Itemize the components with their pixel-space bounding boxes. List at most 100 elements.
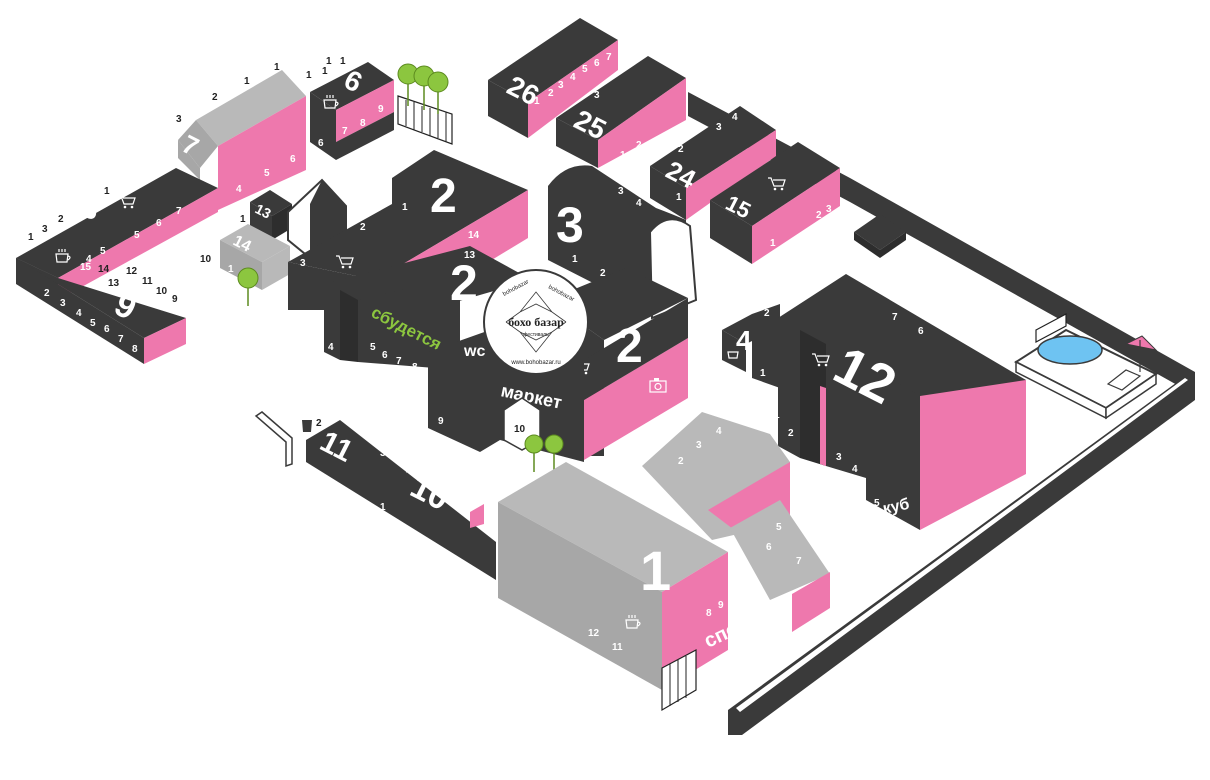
svg-text:4: 4 — [76, 308, 82, 319]
svg-text:1: 1 — [760, 368, 766, 379]
svg-text:3: 3 — [594, 90, 600, 101]
building-7[interactable]: 7 3 2 1 1 4 5 6 — [176, 62, 306, 210]
svg-text:14: 14 — [468, 230, 480, 241]
svg-text:7: 7 — [118, 334, 124, 345]
svg-text:5: 5 — [134, 230, 140, 241]
svg-text:5: 5 — [776, 522, 782, 533]
building-2-right-number: 2 — [616, 320, 643, 373]
svg-text:14: 14 — [98, 264, 110, 275]
building-9[interactable]: 9 14 13 12 11 10 9 2 3 4 5 6 7 8 — [16, 258, 186, 364]
svg-text:1: 1 — [676, 192, 682, 203]
building-4[interactable]: 4 2 1 — [722, 304, 780, 388]
svg-text:12: 12 — [126, 266, 138, 277]
svg-text:4: 4 — [716, 426, 722, 437]
svg-text:11: 11 — [612, 642, 623, 653]
coffee-icon — [323, 95, 339, 109]
building-26[interactable]: 26 1 2 3 4 5 6 7 — [488, 18, 618, 138]
svg-text:7: 7 — [796, 556, 802, 567]
tree-icon — [524, 434, 564, 472]
svg-text:3: 3 — [696, 440, 702, 451]
svg-text:3: 3 — [826, 204, 832, 215]
svg-text:1: 1 — [28, 232, 34, 243]
svg-text:5: 5 — [100, 246, 106, 257]
svg-text:3: 3 — [380, 448, 386, 459]
svg-text:5: 5 — [874, 498, 880, 509]
svg-text:10: 10 — [200, 254, 212, 265]
svg-text:5: 5 — [582, 64, 588, 75]
svg-text:1: 1 — [770, 238, 776, 249]
building-25[interactable]: 25 3 1 2 — [556, 56, 686, 168]
wc-label: wc — [463, 343, 485, 360]
utility-box — [854, 214, 906, 258]
svg-text:1: 1 — [306, 70, 312, 81]
building-3-number: 3 — [556, 197, 584, 253]
cart-icon — [768, 177, 786, 191]
svg-text:9: 9 — [438, 416, 444, 427]
building-6[interactable]: 6 1 1 1 1 6 7 8 9 — [306, 56, 394, 160]
building-1-number: 1 — [640, 539, 671, 602]
svg-text:6: 6 — [918, 326, 924, 337]
svg-text:3: 3 — [716, 122, 722, 133]
svg-text:3: 3 — [42, 224, 48, 235]
entrance-sign — [254, 411, 293, 468]
coffee-icon — [727, 351, 739, 359]
svg-text:2: 2 — [316, 418, 322, 429]
svg-text:4: 4 — [852, 464, 858, 475]
cart-icon — [336, 255, 354, 269]
svg-text:1: 1 — [274, 62, 280, 73]
svg-text:6: 6 — [290, 154, 296, 165]
svg-text:1: 1 — [322, 66, 328, 77]
building-2-top-number: 2 — [430, 170, 457, 223]
svg-text:13: 13 — [108, 278, 120, 289]
svg-text:2: 2 — [44, 288, 50, 299]
coffee-icon — [625, 615, 641, 629]
svg-text:2: 2 — [678, 144, 684, 155]
building-15[interactable]: 15 1 2 3 — [710, 142, 840, 264]
svg-text:1: 1 — [774, 410, 780, 421]
trash-icon: 2 — [302, 418, 322, 432]
svg-text:4: 4 — [570, 72, 576, 83]
festival-logo: бохо базар фестиваль bohobazar bohobazar… — [483, 269, 589, 375]
svg-text:6: 6 — [156, 218, 162, 229]
svg-text:1: 1 — [340, 56, 346, 67]
svg-text:4: 4 — [636, 198, 642, 209]
building-2-middle[interactable]: 2 сбудется 4 5 6 7 8 13 — [324, 246, 532, 373]
svg-text:1: 1 — [326, 56, 332, 67]
svg-text:10: 10 — [156, 286, 168, 297]
cart-icon — [812, 353, 830, 367]
svg-text:3: 3 — [558, 80, 564, 91]
svg-text:9: 9 — [718, 600, 724, 611]
svg-text:2: 2 — [58, 214, 64, 225]
svg-text:11: 11 — [142, 276, 153, 287]
svg-text:8: 8 — [132, 344, 138, 355]
svg-text:7: 7 — [396, 356, 402, 367]
svg-text:5: 5 — [90, 318, 96, 329]
svg-text:1: 1 — [228, 264, 234, 275]
svg-text:4: 4 — [236, 184, 242, 195]
building-12-name: куб — [881, 496, 911, 518]
building-24[interactable]: 24 2 3 4 1 — [650, 106, 776, 220]
umbrella-icon — [1124, 335, 1158, 372]
svg-text:1: 1 — [104, 186, 110, 197]
svg-text:8: 8 — [360, 118, 366, 129]
svg-text:15: 15 — [80, 262, 92, 273]
building-1[interactable]: 1 спейс 2 3 4 5 6 7 8 9 12 11 — [498, 412, 830, 690]
svg-text:6: 6 — [104, 324, 110, 335]
svg-text:1: 1 — [534, 96, 540, 107]
building-2-middle-number: 2 — [450, 255, 478, 311]
building-12[interactable]: 12 7 6 1 2 3 4 5 куб — [774, 274, 1026, 530]
svg-text:8: 8 — [706, 608, 712, 619]
tree-icon — [397, 63, 449, 114]
svg-text:12: 12 — [588, 628, 600, 639]
building-4-number: 4 — [736, 325, 752, 356]
market-kiosk-number: 10 — [514, 424, 526, 435]
svg-text:1: 1 — [572, 254, 578, 265]
svg-text:7: 7 — [606, 52, 612, 63]
svg-text:6: 6 — [382, 350, 388, 361]
logo-subtitle: фестиваль — [523, 332, 549, 338]
fence-icon — [1035, 313, 1067, 343]
svg-text:3: 3 — [836, 452, 842, 463]
svg-text:2: 2 — [548, 88, 554, 99]
svg-text:8: 8 — [412, 362, 418, 373]
svg-text:13: 13 — [464, 250, 476, 261]
